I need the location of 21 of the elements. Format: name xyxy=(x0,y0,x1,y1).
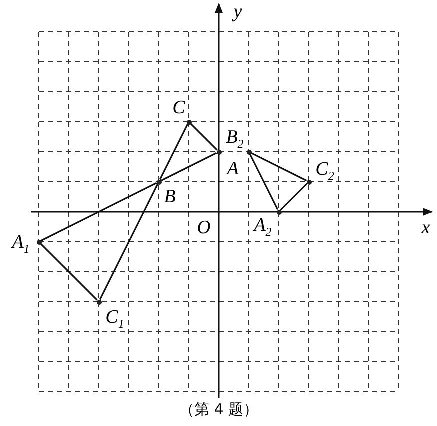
triangle-side xyxy=(250,152,308,182)
vertex-label: A$_{2}$ xyxy=(254,216,272,241)
triangle-side xyxy=(160,152,218,182)
vertex-label: A xyxy=(227,160,239,178)
triangle-side xyxy=(190,123,218,151)
triangle-side xyxy=(99,184,159,300)
caption: （第 4 题） xyxy=(179,400,259,420)
vertex-label: B$_{2}$ xyxy=(226,128,244,153)
triangle-side xyxy=(40,182,158,242)
vertex-label: A$_{1}$ xyxy=(12,233,30,258)
axis-label: y xyxy=(234,2,242,22)
triangle-side xyxy=(249,154,279,210)
vertex-label: C xyxy=(172,98,186,118)
triangle-side xyxy=(40,243,98,301)
vertex-label: B xyxy=(164,188,176,206)
origin-label: O xyxy=(197,218,211,238)
vertex-label: C$_{2}$ xyxy=(316,160,334,185)
triangle-side xyxy=(159,124,189,180)
triangle-side xyxy=(280,183,308,211)
axis-label: x xyxy=(422,218,430,238)
vertex-label: C$_{1}$ xyxy=(106,308,124,333)
